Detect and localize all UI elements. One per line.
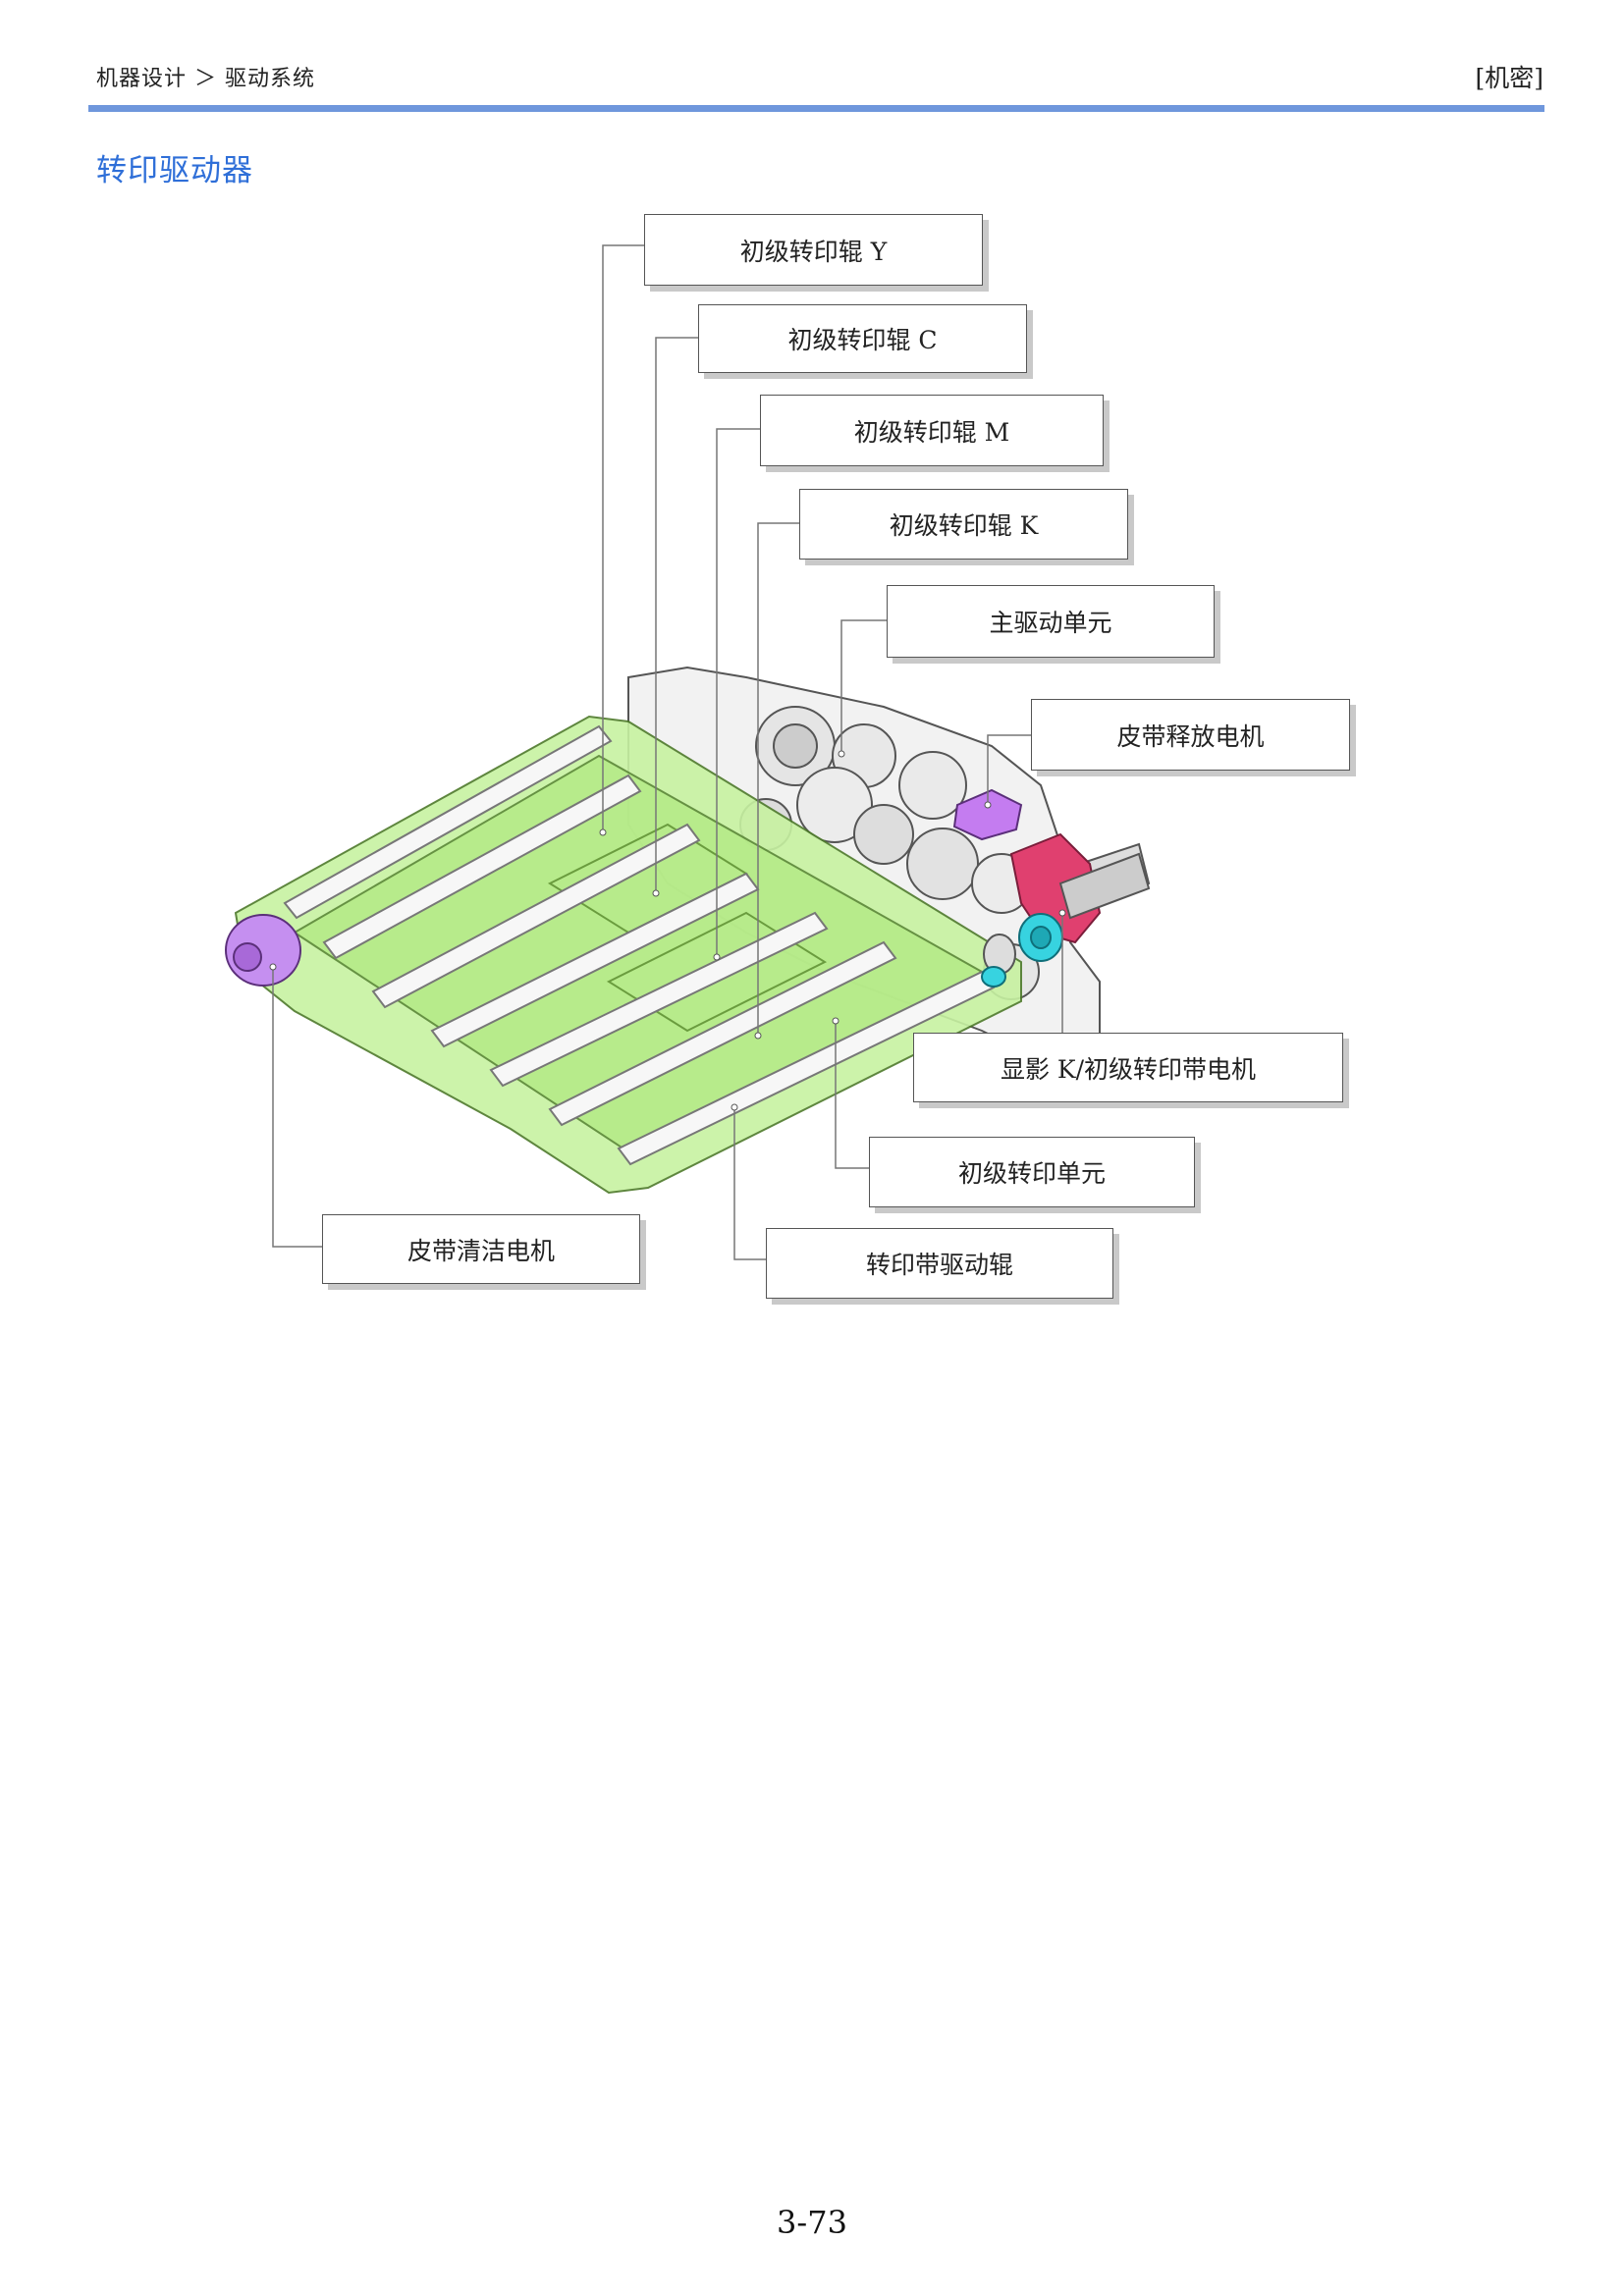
label-belt-cleaning-motor: 皮带清洁电机: [322, 1214, 640, 1284]
page-number: 3-73: [777, 2204, 847, 2241]
belt-cleaning-motor: [225, 914, 301, 987]
label-main-drive-unit: 主驱动单元: [887, 585, 1215, 658]
transfer-rollers: [283, 724, 996, 1166]
leader-dots: [269, 750, 1066, 1111]
belt-release-motor: [952, 788, 1023, 841]
label-primary-transfer-roller-m: 初级转印辊 M: [760, 395, 1104, 466]
label-primary-transfer-roller-y: 初级转印辊 Y: [644, 214, 983, 286]
label-transfer-belt-drive-roller: 转印带驱动辊: [766, 1228, 1113, 1299]
section-title: 转印驱动器: [96, 153, 253, 188]
label-primary-transfer-roller-c: 初级转印辊 C: [698, 304, 1027, 373]
classification-label: [机密]: [1475, 64, 1543, 92]
header-divider: [88, 105, 1544, 112]
label-primary-transfer-roller-k: 初级转印辊 K: [799, 489, 1128, 560]
coupling-gear: [981, 913, 1063, 988]
breadcrumb: 机器设计 ＞ 驱动系统: [96, 67, 315, 91]
label-primary-transfer-unit: 初级转印单元: [869, 1137, 1195, 1207]
label-developer-k-belt-motor: 显影 K/初级转印带电机: [913, 1033, 1343, 1102]
label-belt-release-motor: 皮带释放电机: [1031, 699, 1350, 771]
